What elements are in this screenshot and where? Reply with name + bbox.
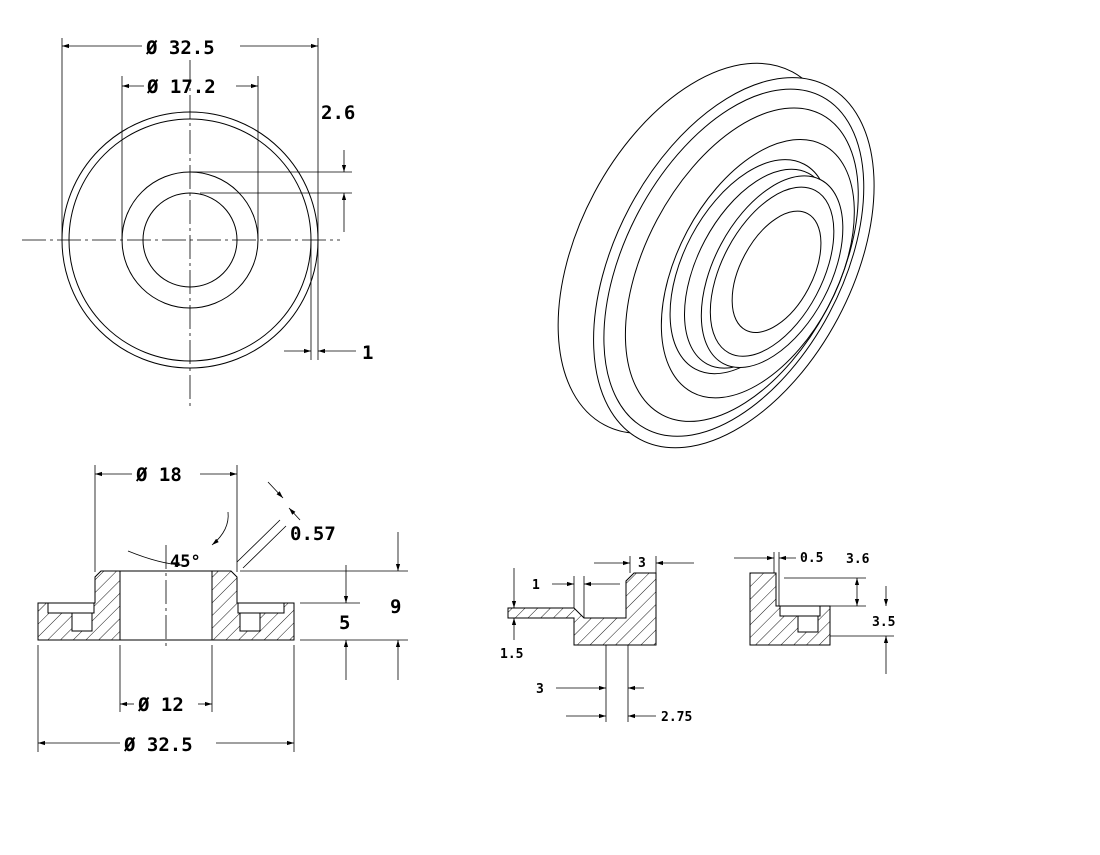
iso-hub-face [700,175,844,368]
detail-b: 0.5 3.6 3.5 [734,551,895,674]
dim-angle: 45° [170,552,201,572]
dim-gap: 0.5 [800,551,823,566]
dim-step: 2.6 [321,102,355,124]
dim-outer-dia: Ø 32.5 [145,37,215,59]
dim-groove-right: 2.75 [661,710,692,725]
bore-circle [142,192,238,288]
dim-step-width: 1 [532,578,540,593]
dim-height: 3.5 [872,615,895,630]
iso-bore [731,210,822,333]
dim-total-height: 9 [390,596,401,618]
dim-wall: 3 [638,556,646,571]
dim-base-dia: Ø 32.5 [123,734,193,756]
dim-depth: 3.6 [846,552,870,567]
dim-groove-left: 3 [536,682,544,697]
dim-bore-dia: Ø 12 [137,694,184,716]
front-view: Ø 32.5 Ø 17.2 2.6 1 [22,37,373,408]
dim-step-height: 1.5 [500,647,523,662]
section-view: Ø 18 45° 0.57 9 5 Ø 12 Ø 32.5 [37,464,408,756]
dim-base-height: 5 [339,612,350,634]
dim-chamfer: 0.57 [290,523,336,545]
isometric-view [557,62,875,449]
dim-top-dia: Ø 18 [135,464,182,486]
dim-rim: 1 [362,342,373,364]
dim-inner-dia: Ø 17.2 [146,76,216,98]
detail-a: 3 1 1.5 3 2.75 [500,556,694,725]
